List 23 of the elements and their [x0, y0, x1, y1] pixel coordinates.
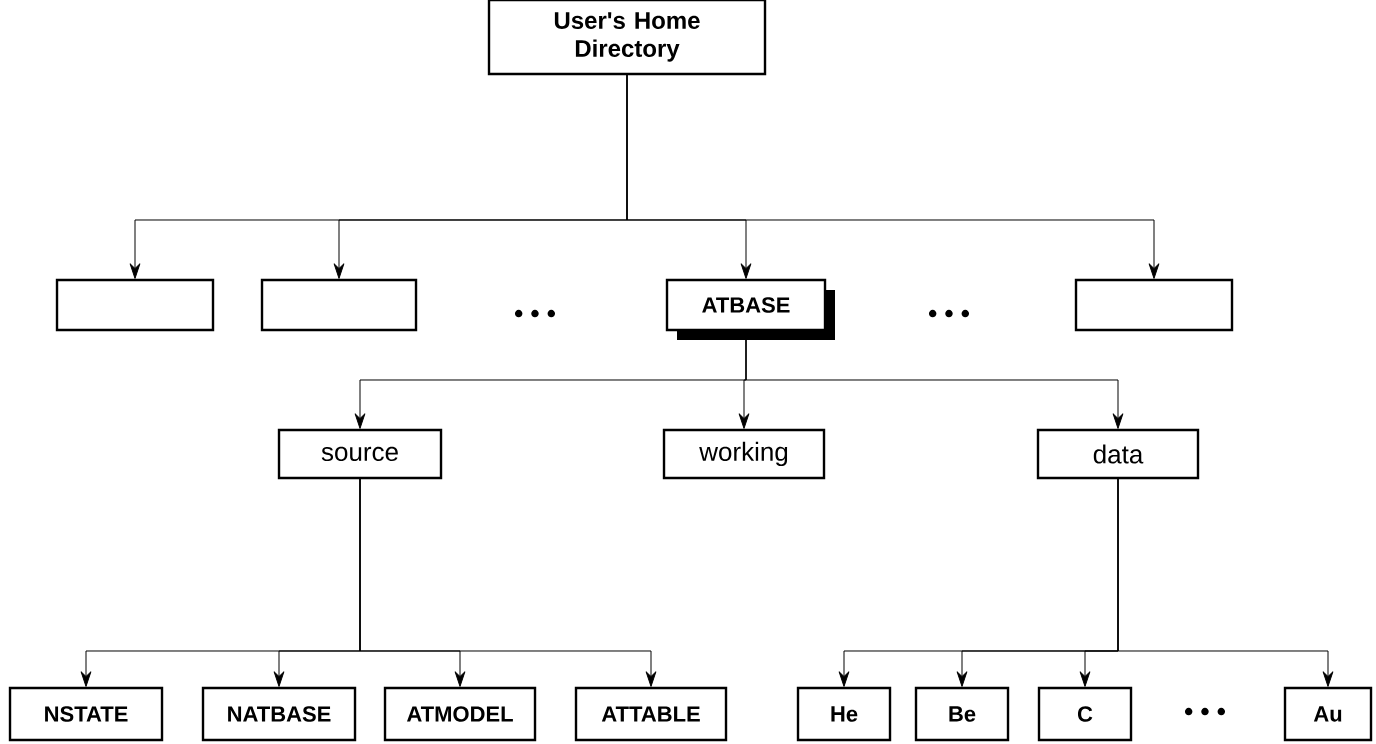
- folder-box: User's Home Directory: [487, 0, 767, 76]
- folder-box: [55, 278, 215, 332]
- folder-box: source: [277, 428, 443, 480]
- ellipsis: • • •: [1184, 707, 1226, 716]
- arrow: [359, 477, 657, 687]
- arrow: [1117, 477, 1334, 687]
- arrow: [626, 74, 1160, 279]
- folder-box: [260, 278, 418, 332]
- folder-box: ATBASE: [665, 278, 835, 340]
- arrow: [745, 339, 1124, 429]
- folder-box: NSTATE: [8, 686, 164, 742]
- folder-box: He: [796, 686, 892, 742]
- folder-box: ATTABLE: [574, 686, 728, 742]
- folder-box: NATBASE: [201, 686, 357, 742]
- ellipsis: • • •: [928, 309, 970, 318]
- folder-box: working: [662, 428, 826, 480]
- folder-box: C: [1037, 686, 1133, 742]
- ellipsis: • • •: [514, 309, 556, 318]
- folder-box: ATMODEL: [383, 686, 537, 742]
- folder-box: Au: [1283, 686, 1373, 742]
- folder-box: data: [1036, 428, 1200, 480]
- folder-box: [1074, 278, 1234, 332]
- folder-box: Be: [914, 686, 1010, 742]
